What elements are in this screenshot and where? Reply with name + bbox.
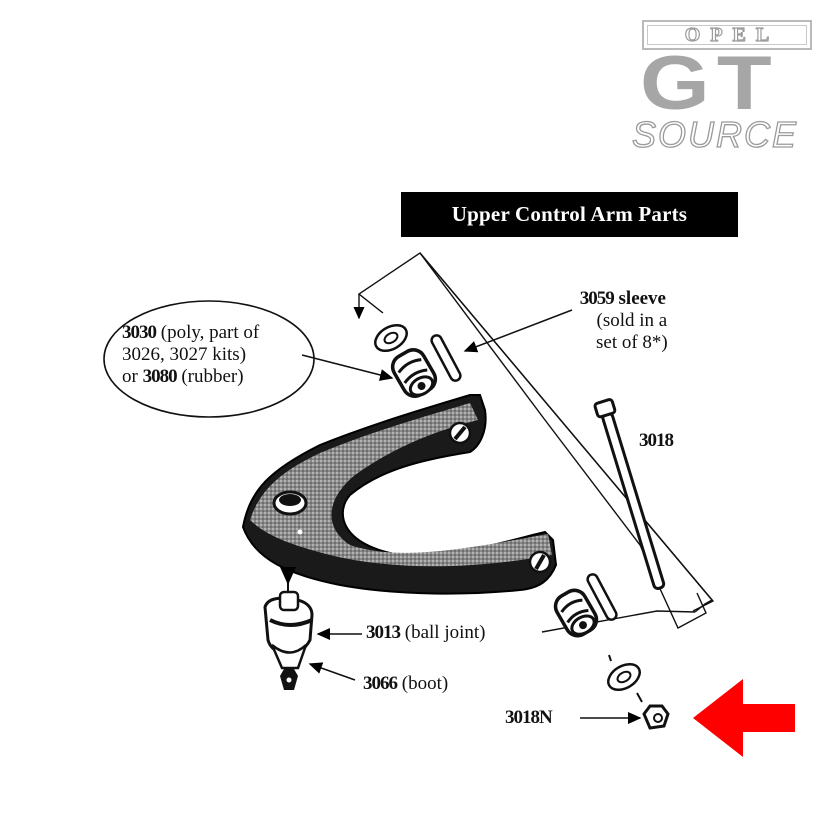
boot-desc: (boot): [397, 673, 449, 694]
bushing-desc-2: (rubber): [176, 366, 244, 387]
boot-callout-arrow: [308, 662, 356, 681]
logo-source-text: SOURCE: [631, 113, 799, 155]
ball-joint: [263, 567, 314, 690]
bolt-label: 3018: [639, 430, 674, 452]
sleeve-callout-arrow: [463, 309, 573, 353]
sleeve-note-1: (sold in a: [596, 310, 668, 331]
sleeve-note-2: set of 8*): [596, 332, 668, 353]
part-3059: 3059: [579, 288, 615, 309]
sleeve-name: sleeve: [613, 288, 666, 309]
part-3080: 3080: [142, 366, 178, 387]
control-arm: [241, 394, 558, 595]
logo-opel-badge: OPEL: [642, 20, 812, 50]
part-3030: 3030: [122, 322, 157, 343]
logo-gt-text: GT: [640, 41, 779, 126]
bushing-callout-arrow: [301, 354, 394, 381]
part-3066: 3066: [363, 673, 398, 694]
nut-label: 3018N: [505, 707, 553, 729]
red-arrow-icon: [693, 679, 795, 757]
upper-bushing: [390, 348, 438, 398]
upper-washer: [374, 323, 408, 353]
bolt-3018: [593, 398, 666, 590]
lower-bushing: [553, 588, 599, 638]
upper-sleeve: [430, 334, 462, 382]
bushing-desc-1: (poly, part of: [156, 322, 260, 343]
part-3013: 3013: [366, 622, 401, 643]
bushing-kits: 3026, 3027 kits): [122, 344, 247, 365]
ball-joint-label: 3013 (ball joint): [366, 622, 485, 644]
bushing-callout-text: 3030 (poly, part of 3026, 3027 kits) or …: [122, 322, 322, 388]
part-3018: 3018: [639, 430, 674, 451]
diagram-title: Upper Control Arm Parts: [451, 202, 688, 226]
bushing-callout-ellipse: [103, 300, 315, 418]
lower-sleeve: [586, 573, 618, 621]
sleeve-callout-text: 3059 sleeve (sold in a set of 8*): [578, 288, 668, 354]
logo-opel-text: OPEL: [684, 23, 780, 46]
ball-joint-desc: (ball joint): [400, 622, 486, 643]
diagram-title-box: Upper Control Arm Parts: [401, 192, 738, 237]
nut-3018n: [642, 704, 670, 730]
lower-washer: [607, 662, 641, 692]
part-3018n: 3018N: [505, 707, 553, 728]
boot-label: 3066 (boot): [363, 673, 448, 695]
bushing-or: or: [122, 366, 143, 387]
